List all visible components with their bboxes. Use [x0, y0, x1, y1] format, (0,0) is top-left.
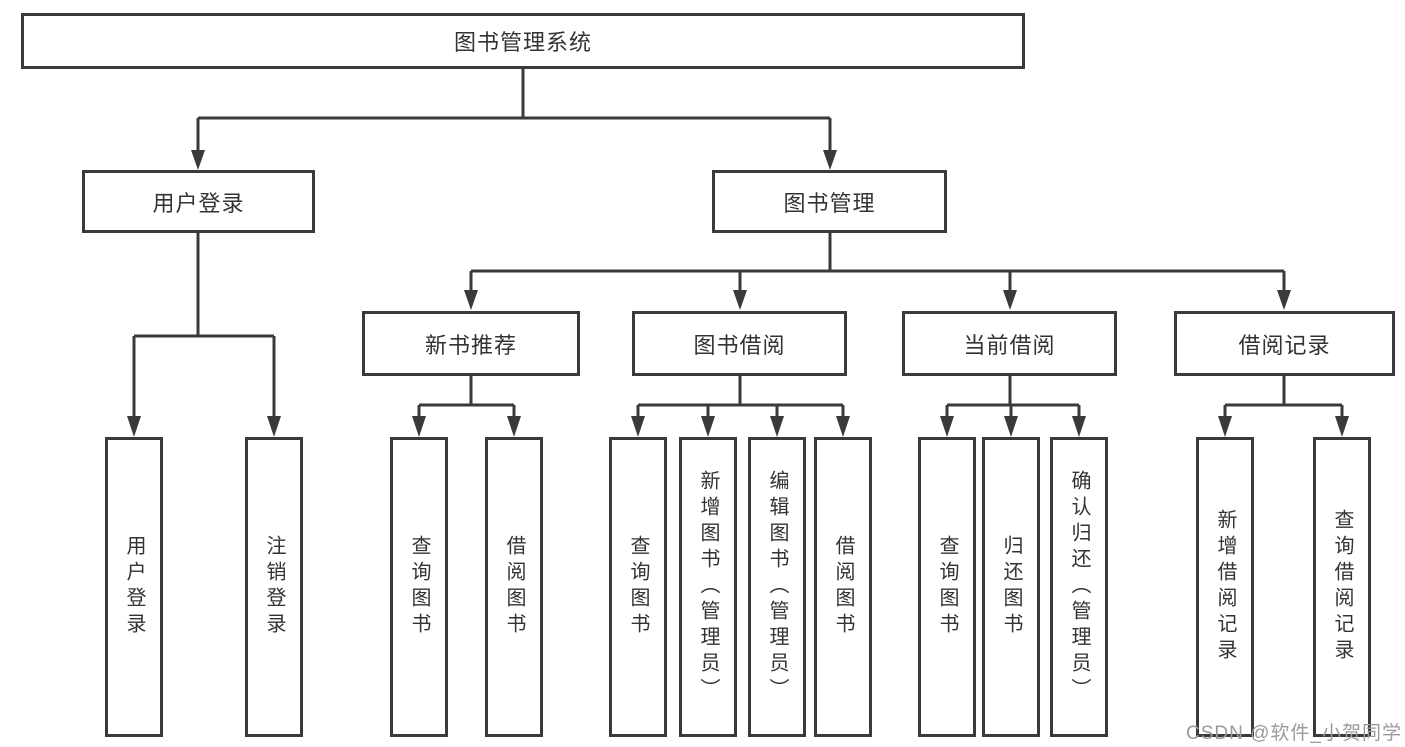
node-user-login-branch: 用户登录: [82, 170, 315, 233]
node-book-borrowing: 图书借阅: [632, 311, 847, 376]
leaf-confirm-return-admin: 确认归还（管理员）: [1050, 437, 1108, 737]
leaf-logout: 注销登录: [245, 437, 303, 737]
leaf-add-borrow-record: 新增借阅记录: [1196, 437, 1254, 737]
csdn-watermark: CSDN @软件_小贺同学: [1186, 723, 1402, 744]
node-borrow-records: 借阅记录: [1174, 311, 1395, 376]
leaf-return-book: 归还图书: [982, 437, 1040, 737]
leaf-user-login: 用户登录: [105, 437, 163, 737]
leaf-borrow-books: 借阅图书: [814, 437, 872, 737]
leaf-query-books-recommend: 查询图书: [390, 437, 448, 737]
node-current-borrowing: 当前借阅: [902, 311, 1117, 376]
leaf-query-books-current: 查询图书: [918, 437, 976, 737]
node-book-management-branch: 图书管理: [712, 170, 947, 233]
leaf-query-books-borrowing: 查询图书: [609, 437, 667, 737]
node-root-system: 图书管理系统: [21, 13, 1025, 69]
leaf-query-borrow-record: 查询借阅记录: [1313, 437, 1371, 737]
node-new-book-recommend: 新书推荐: [362, 311, 580, 376]
leaf-edit-book-admin: 编辑图书（管理员）: [748, 437, 806, 737]
leaf-add-book-admin: 新增图书（管理员）: [679, 437, 737, 737]
leaf-borrow-books-recommend: 借阅图书: [485, 437, 543, 737]
